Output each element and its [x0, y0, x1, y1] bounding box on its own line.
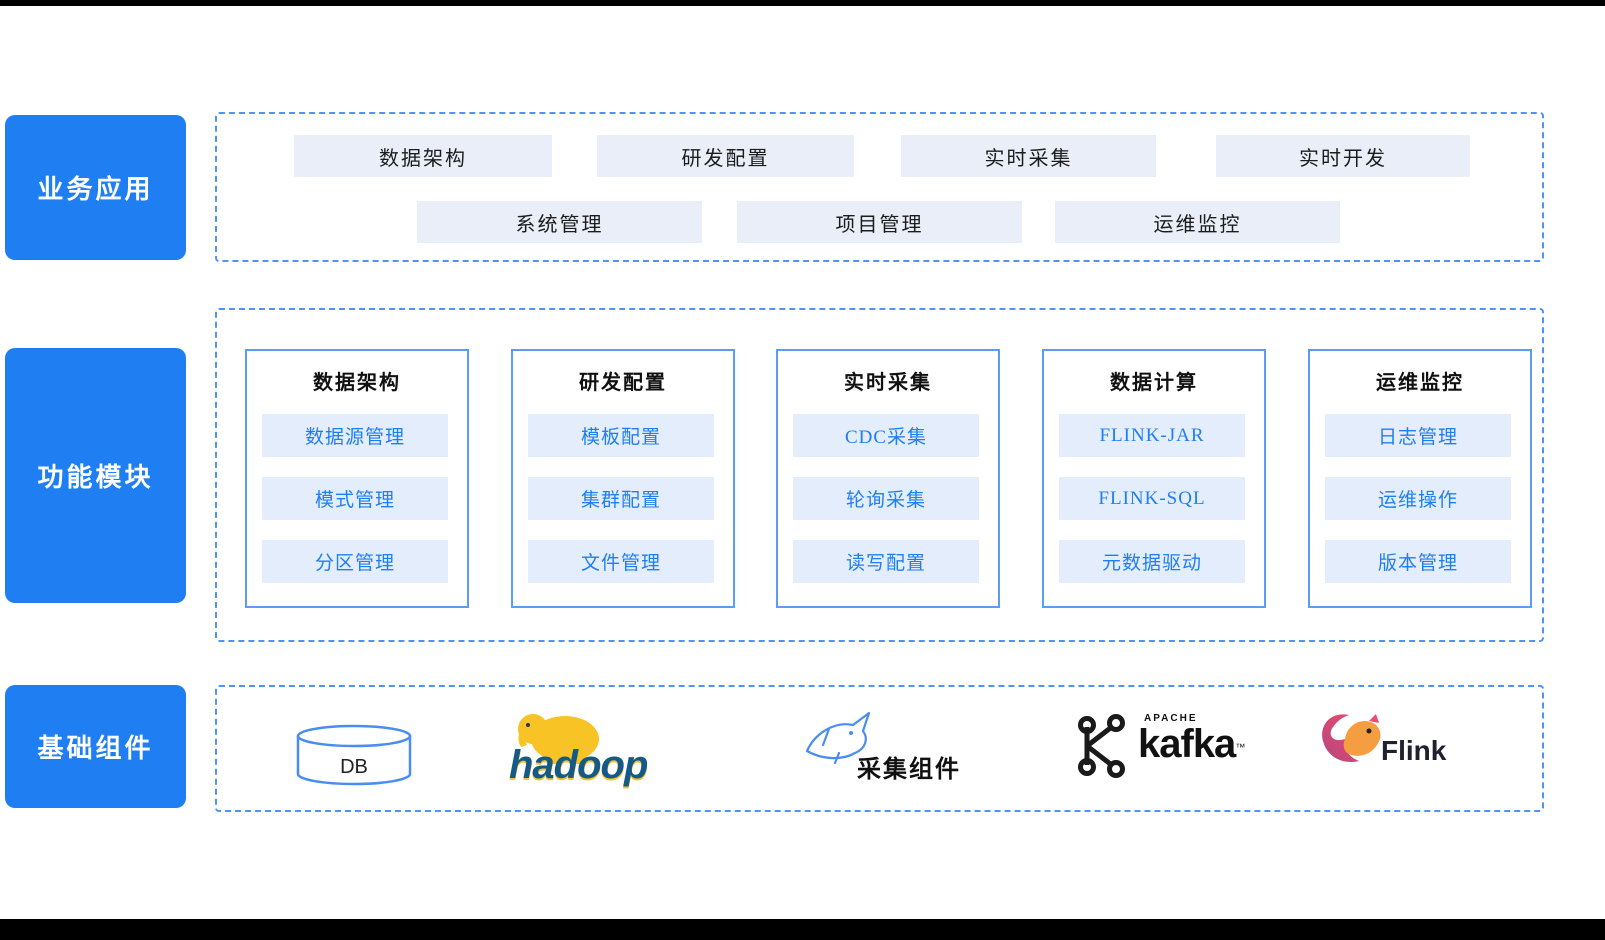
base-components-panel: DB hadoop	[215, 685, 1544, 812]
module-item-partition-mgmt: 分区管理	[262, 540, 448, 583]
kafka-wordmark: kafka	[1138, 722, 1236, 766]
kafka-trademark: ™	[1235, 742, 1246, 754]
module-item-log-mgmt-text: 日志管理	[1377, 427, 1458, 448]
hadoop-elephant-icon	[518, 714, 599, 764]
module-item-polling-collection: 轮询采集	[793, 477, 979, 520]
kafka-icon	[1078, 714, 1125, 778]
app-chip-realtime-collection-text: 实时采集	[984, 147, 1073, 170]
flink-squirrel-icon	[1322, 714, 1381, 763]
app-chip-dev-config: 研发配置	[597, 135, 854, 177]
app-chip-dev-config-text: 研发配置	[681, 147, 770, 170]
module-col-data-architecture: 数据架构 数据源管理 模式管理 分区管理	[245, 349, 469, 608]
module-item-template-config-text: 模板配置	[580, 427, 661, 448]
module-item-flink-jar-text: FLINK-JAR	[1099, 424, 1205, 446]
hadoop-wordmark: hadoop	[509, 743, 648, 787]
db-logo: DB	[295, 723, 415, 789]
module-item-ops-operation: 运维操作	[1325, 477, 1511, 520]
module-item-cluster-config: 集群配置	[528, 477, 714, 520]
app-chip-data-architecture-text: 数据架构	[379, 147, 467, 170]
app-chip-ops-monitoring-text: 运维监控	[1153, 213, 1242, 236]
module-item-flink-jar: FLINK-JAR	[1059, 414, 1245, 457]
module-col-data-compute-title-text: 数据计算	[1110, 371, 1198, 394]
module-item-file-mgmt-text: 文件管理	[580, 553, 661, 574]
app-chip-data-architecture: 数据架构	[294, 135, 552, 177]
kafka-logo: APACHE kafka™	[1072, 709, 1272, 794]
app-chip-system-mgmt-text: 系统管理	[515, 213, 604, 236]
module-col-data-architecture-title-text: 数据架构	[313, 371, 401, 394]
module-item-schema-mgmt-text: 模式管理	[314, 490, 395, 511]
app-chip-ops-monitoring: 运维监控	[1055, 201, 1340, 243]
section-label-function-modules: 功能模块	[5, 348, 186, 603]
app-chip-realtime-dev: 实时开发	[1216, 135, 1470, 177]
app-chip-realtime-collection: 实时采集	[901, 135, 1156, 177]
business-apps-panel: 数据架构 研发配置 实时采集 实时开发 系统管理 项目管理 运维监控	[215, 112, 1544, 262]
module-item-version-mgmt: 版本管理	[1325, 540, 1511, 583]
module-col-ops-monitoring: 运维监控 日志管理 运维操作 版本管理	[1308, 349, 1532, 608]
function-modules-panel: 数据架构 数据源管理 模式管理 分区管理 研发配置 模板配置 集群配置	[215, 308, 1544, 642]
module-item-readwrite-config: 读写配置	[793, 540, 979, 583]
module-item-version-mgmt-text: 版本管理	[1377, 553, 1458, 574]
module-col-realtime-collection-title-text: 实时采集	[844, 371, 932, 394]
module-item-datasource-mgmt: 数据源管理	[262, 414, 448, 457]
module-col-dev-config: 研发配置 模板配置 集群配置 文件管理	[511, 349, 735, 608]
module-item-partition-mgmt-text: 分区管理	[314, 553, 395, 574]
module-col-ops-monitoring-title-text: 运维监控	[1376, 371, 1464, 394]
section-label-function-modules-text: 功能模块	[37, 462, 154, 492]
module-item-polling-collection-text: 轮询采集	[845, 490, 926, 511]
module-col-data-architecture-title: 数据架构	[247, 351, 467, 409]
module-item-ops-operation-text: 运维操作	[1377, 490, 1458, 511]
module-col-data-compute: 数据计算 FLINK-JAR FLINK-SQL 元数据驱动	[1042, 349, 1266, 608]
kafka-brand-label: APACHE	[1144, 713, 1198, 724]
section-label-base-components: 基础组件	[5, 685, 186, 808]
flink-wordmark: Flink	[1381, 735, 1447, 766]
kafka-wordmark-group: APACHE kafka™	[1138, 713, 1245, 764]
fish-icon	[805, 711, 871, 765]
module-col-dev-config-title-text: 研发配置	[579, 371, 667, 394]
app-chip-realtime-dev-text: 实时开发	[1299, 147, 1387, 170]
module-col-dev-config-title: 研发配置	[513, 351, 733, 409]
module-col-realtime-collection-title: 实时采集	[778, 351, 998, 409]
module-item-flink-sql: FLINK-SQL	[1059, 477, 1245, 520]
section-label-base-components-text: 基础组件	[37, 733, 154, 763]
module-col-realtime-collection: 实时采集 CDC采集 轮询采集 读写配置	[776, 349, 1000, 608]
module-item-metadata-driven-text: 元数据驱动	[1101, 553, 1202, 574]
bottom-border	[0, 919, 1605, 940]
module-item-cluster-config-text: 集群配置	[580, 490, 661, 511]
database-cylinder-icon: DB	[296, 724, 412, 786]
collector-logo: 采集组件	[799, 707, 979, 792]
module-col-ops-monitoring-title: 运维监控	[1310, 351, 1530, 409]
module-item-datasource-mgmt-text: 数据源管理	[304, 427, 405, 448]
module-item-file-mgmt: 文件管理	[528, 540, 714, 583]
collector-label: 采集组件	[857, 756, 961, 783]
module-item-cdc-collection: CDC采集	[793, 414, 979, 457]
flink-logo: Flink	[1319, 709, 1489, 794]
section-label-business-apps-text: 业务应用	[37, 174, 154, 204]
module-item-template-config: 模板配置	[528, 414, 714, 457]
app-chip-project-mgmt: 项目管理	[737, 201, 1022, 243]
app-chip-project-mgmt-text: 项目管理	[835, 213, 924, 236]
db-label: DB	[340, 756, 368, 778]
hadoop-logo: hadoop	[509, 709, 699, 794]
module-item-cdc-collection-text: CDC采集	[844, 427, 928, 448]
section-label-business-apps: 业务应用	[5, 115, 186, 260]
module-item-flink-sql-text: FLINK-SQL	[1098, 487, 1206, 509]
module-col-data-compute-title: 数据计算	[1044, 351, 1264, 409]
module-item-log-mgmt: 日志管理	[1325, 414, 1511, 457]
module-item-metadata-driven: 元数据驱动	[1059, 540, 1245, 583]
top-border	[0, 0, 1605, 6]
module-item-schema-mgmt: 模式管理	[262, 477, 448, 520]
module-item-readwrite-config-text: 读写配置	[845, 553, 926, 574]
app-chip-system-mgmt: 系统管理	[417, 201, 702, 243]
